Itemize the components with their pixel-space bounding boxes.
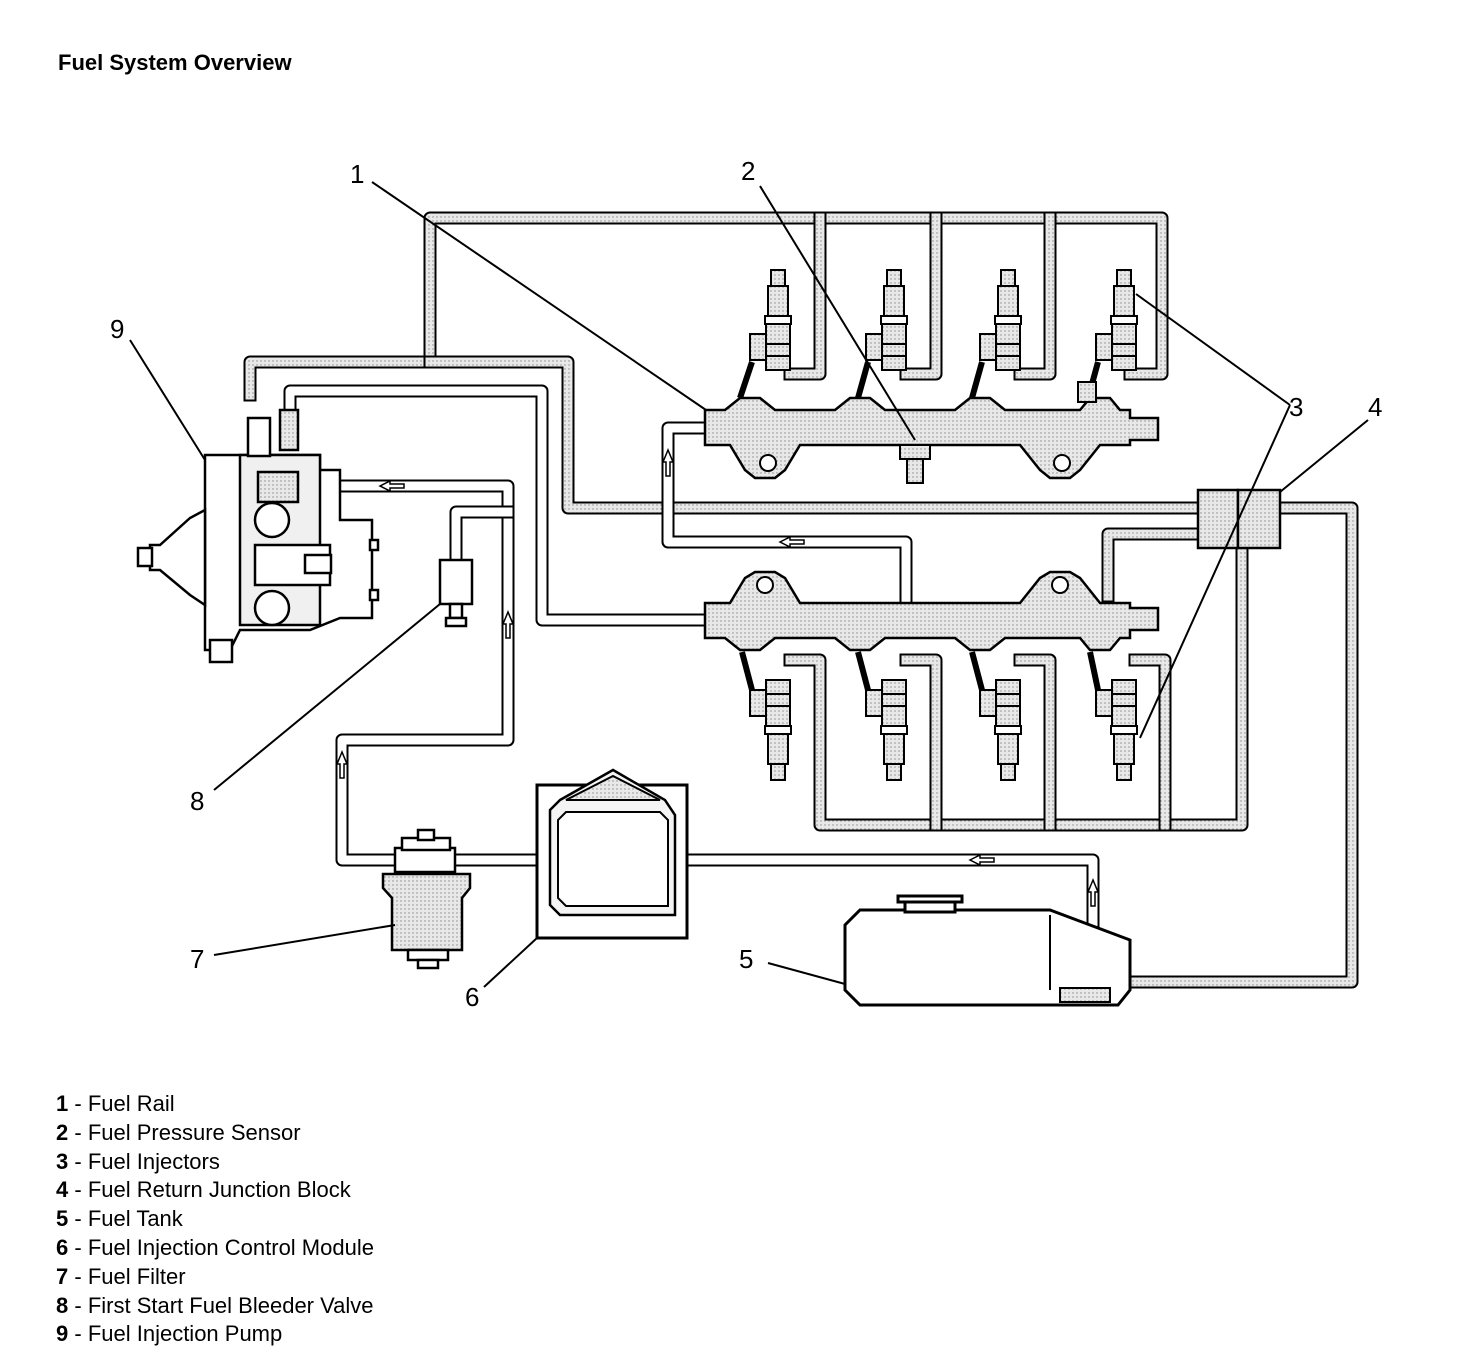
legend-item-fuel-tank: 5 - Fuel Tank — [56, 1206, 183, 1232]
callout-9: 9 — [110, 314, 124, 344]
fuel-injectors-upper — [737, 269, 1138, 403]
fuel-return-junction-block — [1196, 488, 1282, 550]
first-start-fuel-bleeder-valve — [438, 558, 474, 628]
legend-item-fuel-injection-pump: 9 - Fuel Injection Pump — [56, 1321, 283, 1347]
high-pressure-line-lower-rail — [283, 384, 712, 627]
legend-item-fuel-pressure-sensor: 2 - Fuel Pressure Sensor — [56, 1119, 301, 1145]
return-line-lower-injectors — [783, 527, 1249, 832]
rail-crossover-line — [661, 421, 913, 610]
legend-item-fuel-injection-control-module: 6 - Fuel Injection Control Module — [56, 1234, 374, 1260]
fuel-rail-upper — [703, 396, 1160, 480]
callout-8: 8 — [190, 786, 204, 816]
return-line-to-tank — [1113, 501, 1359, 989]
fuel-rail-lower — [703, 570, 1160, 652]
fuel-injection-control-module — [535, 768, 689, 940]
legend-item-first-start-fuel-bleeder-valve: 8 - First Start Fuel Bleeder Valve — [56, 1292, 374, 1318]
callout-2: 2 — [741, 156, 755, 186]
legend-item-fuel-rail: 1 - Fuel Rail — [56, 1091, 175, 1116]
callout-4: 4 — [1368, 392, 1382, 422]
callout-3: 3 — [1289, 392, 1303, 422]
fuel-pressure-sensor — [899, 444, 931, 484]
fuel-injection-pump — [136, 408, 380, 664]
legend-item-fuel-return-junction-block: 4 - Fuel Return Junction Block — [56, 1177, 351, 1203]
fuel-filter — [381, 828, 472, 970]
fuel-injectors-lower — [739, 651, 1138, 781]
supply-line-tank-to-filter — [293, 479, 1100, 992]
legend: 1 - Fuel Rail 2 - Fuel Pressure Sensor 3… — [56, 1090, 374, 1349]
fuel-tank — [843, 894, 1132, 1007]
callout-6: 6 — [465, 982, 479, 1012]
return-line-upper-injectors — [243, 211, 1169, 402]
page-title: Fuel System Overview — [58, 50, 292, 75]
leader-lines — [129, 181, 1369, 988]
high-pressure-line-upper-rail — [423, 355, 1207, 515]
callout-1: 1 — [350, 159, 364, 189]
callout-7: 7 — [190, 944, 204, 974]
legend-item-fuel-injectors: 3 - Fuel Injectors — [56, 1148, 220, 1174]
legend-item-fuel-filter: 7 - Fuel Filter — [56, 1263, 186, 1289]
callout-5: 5 — [739, 944, 753, 974]
bleeder-branch-line — [449, 505, 515, 567]
